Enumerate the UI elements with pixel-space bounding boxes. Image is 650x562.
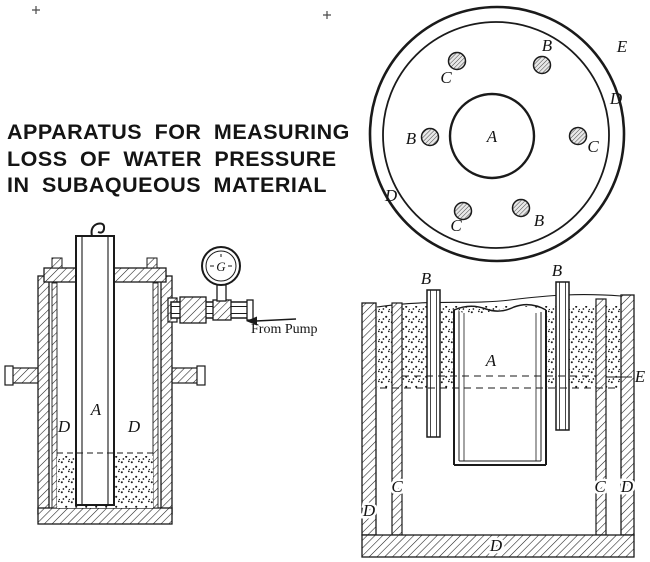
label-rightsection-B-right: B: [552, 261, 563, 280]
label-leftsection-A: A: [90, 400, 102, 419]
label-rightsection-B-left: B: [421, 269, 432, 288]
label-topview-C-topleft: C: [440, 68, 452, 87]
label-from-pump: From Pump: [251, 322, 318, 337]
label-rightsection-C-right: C: [594, 477, 606, 496]
sand-layer-right-edge: [606, 306, 621, 388]
lifting-hook: [90, 222, 106, 237]
label-rightsection-D-left: D: [362, 501, 376, 520]
cover-bolt-right: [146, 257, 158, 269]
pipe-union: [179, 296, 207, 324]
label-gauge-G: G: [216, 259, 226, 274]
title-line-1: APPARATUS FOR MEASURING: [7, 120, 350, 144]
label-topview-C-right: C: [587, 137, 599, 156]
bolt-holes: [420, 51, 588, 221]
label-topview-E: E: [616, 37, 628, 56]
ground-surface-line: [376, 294, 622, 308]
label-rightsection-C-left: C: [391, 477, 403, 496]
label-topview-D-right: D: [609, 89, 623, 108]
standpipe-inner-lines: [81, 236, 109, 505]
vessel-wall-left: [37, 275, 50, 515]
label-topview-C-bottomleft: C: [450, 216, 462, 235]
vessel-bottom: [37, 507, 173, 525]
gauge-ticks: [210, 254, 232, 267]
piezometer-tube-left: [426, 289, 441, 438]
tank-bottom-slab: [361, 534, 635, 558]
inner-wall-left: [391, 302, 403, 536]
hole-bottom: [511, 198, 531, 218]
liner-wall-left: [51, 282, 58, 509]
title-line-2: LOSS OF WATER PRESSURE: [7, 147, 337, 171]
figure-left-section: G From Pump A D D: [4, 222, 318, 525]
hole-top-right: [532, 55, 552, 75]
cylinder-broken-top-edge: [453, 303, 547, 312]
pipe-end-cap: [246, 299, 254, 321]
flange-bolt-right: [196, 365, 206, 386]
flange-bolt-left: [4, 365, 14, 386]
title-line-3: IN SUBAQUEOUS MATERIAL: [7, 173, 327, 197]
liner-wall-right: [152, 282, 159, 509]
gauge-stem: [216, 284, 227, 302]
print-marks: [32, 6, 331, 19]
pump-arrow: [246, 316, 297, 326]
hole-top-left: [447, 51, 467, 71]
figure-right-section: B B A E C C D D D: [359, 261, 646, 558]
label-rightsection-E: E: [634, 367, 646, 386]
hole-left: [420, 127, 440, 147]
center-opening-circle: [448, 92, 536, 180]
label-topview-B-left: B: [406, 129, 417, 148]
label-leftsection-D-right: D: [127, 417, 141, 436]
gauge-dial: [205, 250, 237, 282]
pump-arrowhead: [246, 316, 257, 326]
sand-layer-left-edge: [377, 306, 392, 388]
cover-bolt-left: [51, 257, 63, 269]
inner-wall-right: [595, 298, 607, 536]
center-cylinder: [453, 303, 547, 466]
title-block: APPARATUS FOR MEASURING LOSS OF WATER PR…: [7, 120, 350, 197]
hole-right: [568, 126, 588, 146]
figure-top-view: A E D D C B B C C B: [368, 5, 628, 263]
label-rightsection-D-right: D: [620, 477, 634, 496]
label-leftsection-D-left: D: [57, 417, 71, 436]
label-topview-D-left: D: [384, 186, 398, 205]
label-rightsection-A: A: [485, 351, 497, 370]
piezometer-tube-right: [555, 281, 570, 431]
tank-wall-right: [620, 294, 635, 536]
label-rightsection-D-bottom: D: [489, 536, 503, 555]
hole-bottom-left: [453, 201, 473, 221]
gauge-tee-fitting: [212, 299, 232, 321]
label-topview-B-bottom: B: [534, 211, 545, 230]
label-topview-A: A: [486, 127, 498, 146]
label-topview-B-topright: B: [542, 36, 553, 55]
